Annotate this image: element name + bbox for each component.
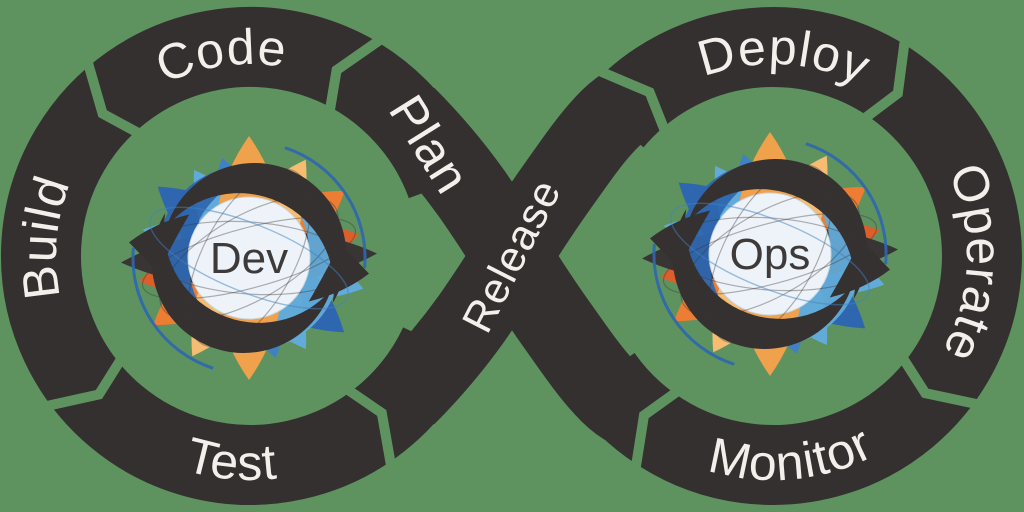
gap-build-test [46,355,126,411]
infinity-bands [1,6,1022,505]
dev-flower: Dev [120,136,378,380]
segment-gaps [46,35,978,469]
gap-test-release [343,384,396,466]
label-test: Test [181,427,280,491]
dev-loop-arc [1,6,484,505]
ops-flower: Ops [641,132,899,376]
gap-operate-monitor [897,354,978,409]
ops-label: Ops [730,230,811,279]
ops-loop-arc [569,7,1022,505]
gap-monitor-return [630,386,682,469]
gap-code-build [83,61,143,139]
plan-return-crossing-band [377,87,648,440]
label-test-text: Test [181,427,279,491]
gap-deploy-operate [860,40,910,124]
dev-label: Dev [210,234,288,283]
gap-code-plan [324,35,383,114]
gap-release-deploy [599,67,671,135]
